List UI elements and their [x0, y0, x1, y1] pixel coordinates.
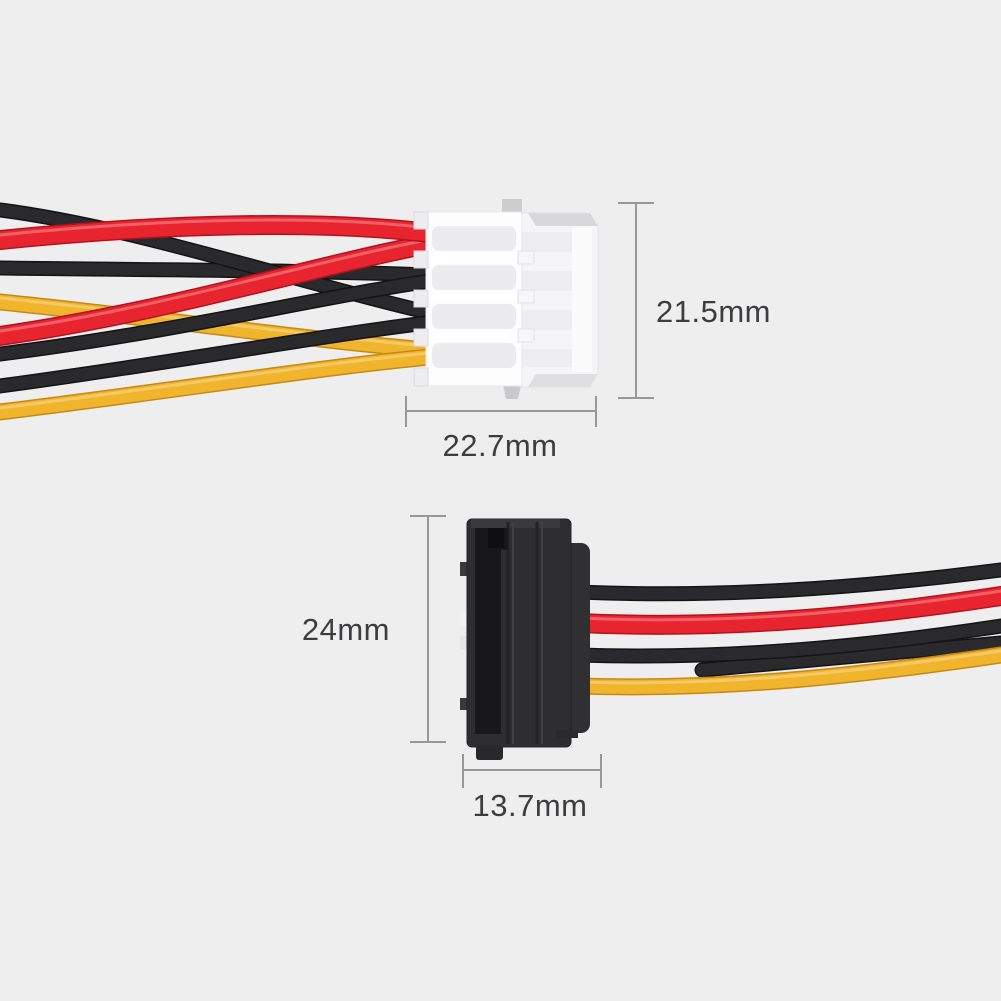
top-wire-bundle [0, 202, 462, 421]
label-top-width: 22.7mm [442, 428, 558, 463]
fdd-connector [413, 199, 599, 399]
wire-red-top-1 [0, 215, 462, 250]
dim-bottom-height [410, 515, 446, 743]
label-top-height: 21.5mm [656, 294, 771, 329]
wire-red-bottom [568, 586, 1001, 635]
wire-black-top-4 [0, 312, 460, 394]
wire-black-top-2 [0, 202, 460, 326]
wire-yellow-bottom [569, 646, 1001, 696]
fdd-bottom-bevel [528, 374, 598, 387]
bottom-wire-bundle [568, 562, 1001, 696]
wire-yellow-top-2 [0, 346, 461, 421]
fdd-top-bevel [528, 213, 598, 226]
wire-red-top-2 [0, 230, 462, 346]
dim-bottom-width [462, 754, 602, 788]
sata-key-slot [475, 528, 508, 734]
sata-bottom-foot [476, 745, 503, 760]
label-bottom-height: 24mm [301, 612, 390, 647]
wire-yellow-top-1 [0, 293, 461, 361]
wire-black-bottom-extra [694, 635, 1001, 678]
dim-top-width [405, 396, 597, 427]
wire-black-top-1 [0, 260, 460, 284]
wire-black-bottom-1 [570, 562, 1001, 602]
sata-connector [460, 518, 590, 760]
fdd-bottom-tab [503, 385, 521, 399]
wire-black-bottom-2 [570, 618, 1001, 664]
label-bottom-width: 13.7mm [472, 788, 588, 823]
fdd-top-tab [502, 199, 522, 214]
fdd-left-ridges [413, 211, 429, 387]
wire-black-top-3 [0, 270, 460, 362]
dim-top-height [618, 202, 654, 399]
